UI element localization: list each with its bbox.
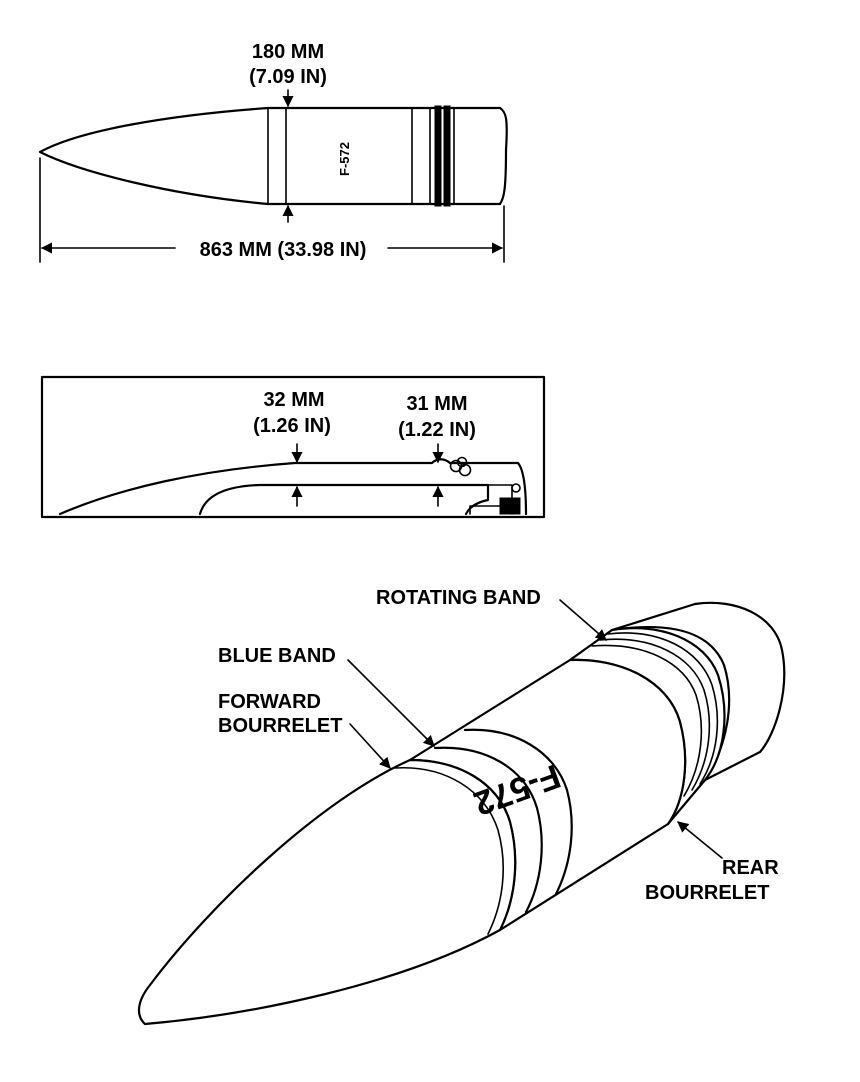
section-left-thickness-in: (1.26 IN) [253, 415, 331, 437]
iso-band-groove-1 [607, 632, 719, 785]
side-base-outline [498, 106, 508, 206]
iso-forward-bourrelet-leader [349, 723, 391, 769]
iso-blue-band-label: BLUE BAND [218, 645, 336, 667]
iso-rotating-band-leader [559, 599, 607, 641]
section-base-circle [511, 483, 521, 493]
section-left-thickness-mm: 32 MM [263, 389, 324, 411]
section-inner-cavity [198, 483, 490, 516]
iso-band-groove-2 [599, 638, 711, 791]
section-right-thickness-mm: 31 MM [406, 393, 467, 415]
iso-blue-band-edge-2 [463, 728, 573, 896]
iso-blue-band-leader [347, 659, 435, 747]
section-band-circle-2 [458, 463, 472, 477]
side-rotating-band-1 [434, 105, 442, 207]
side-length-label: 863 MM (33.98 IN) [200, 239, 367, 261]
iso-rotating-band-label: ROTATING BAND [376, 587, 541, 609]
section-band-circle-3 [456, 456, 468, 468]
section-base-step [469, 505, 501, 515]
iso-rear-bourrelet-line1: REAR [722, 857, 779, 879]
section-outer-profile [58, 458, 528, 516]
side-rotating-band-2 [443, 105, 451, 207]
iso-forward-bourrelet-line1: FORWARD [218, 691, 321, 713]
iso-ogive [137, 758, 517, 1026]
side-body-marking: F-572 [337, 142, 352, 176]
section-base-plug [499, 497, 521, 515]
iso-blue-band-edge-1 [433, 746, 543, 914]
isometric-view: F-572 ROTATING BAND BLUE BAND FORWARD BO… [137, 587, 786, 1026]
section-right-thickness-in: (1.22 IN) [398, 419, 476, 441]
side-view: F-572 180 MM (7.09 IN) 863 MM (33.98 IN) [38, 41, 508, 263]
iso-forward-bourrelet-line2: BOURRELET [218, 715, 342, 737]
iso-rear-bourrelet-line2: BOURRELET [645, 882, 769, 904]
section-view: 32 MM (1.26 IN) 31 MM (1.22 IN) [40, 375, 546, 519]
section-frame [40, 375, 546, 519]
side-diameter-mm: 180 MM [252, 41, 324, 63]
iso-band-groove-3 [591, 644, 703, 797]
side-diameter-in: (7.09 IN) [249, 66, 327, 88]
side-ogive-outline [38, 106, 270, 206]
iso-rear-bourrelet-leader [677, 821, 723, 859]
iso-bourrelet-edge [394, 767, 504, 935]
